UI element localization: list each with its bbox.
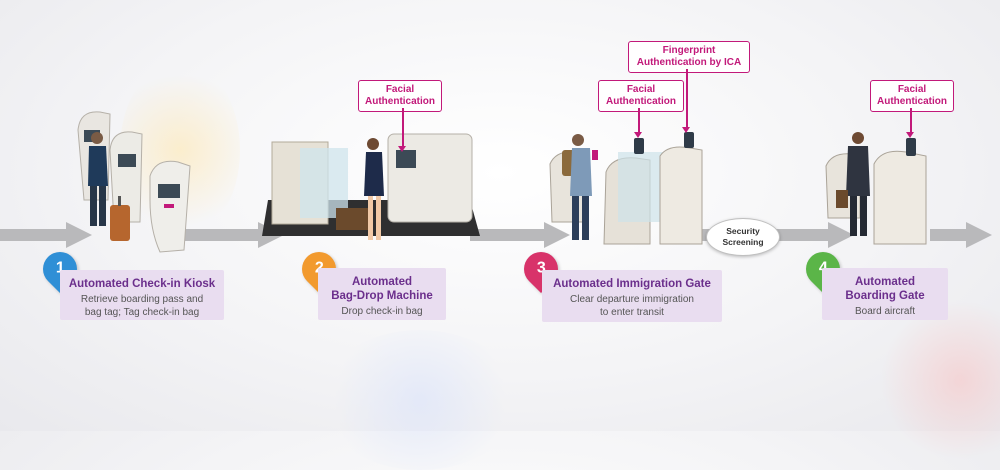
immigration-gate-illustration xyxy=(549,132,703,245)
step-card-3: Automated Immigration Gate Clear departu… xyxy=(542,270,722,322)
flow-arrow-5 xyxy=(930,222,992,248)
flow-arrow-3 xyxy=(470,222,570,248)
step-title: Automated Check-in Kiosk xyxy=(68,278,216,290)
security-screening-badge: Security Screening xyxy=(706,218,780,256)
callout-arrow xyxy=(634,132,642,138)
process-diagram: Facial Authentication Fingerprint Authen… xyxy=(0,41,1000,470)
callout-connector xyxy=(402,108,404,148)
step-title: Automated Immigration Gate xyxy=(553,278,711,290)
callout-arrow xyxy=(682,127,690,133)
step-title: Automated Bag-Drop Machine xyxy=(331,276,433,302)
boarding-gate-illustration xyxy=(825,132,927,245)
step-title: Automated Boarding Gate xyxy=(845,276,925,302)
step-card-4: Automated Boarding Gate Board aircraft xyxy=(822,268,948,320)
callout-connector xyxy=(638,108,640,134)
flow-illustration xyxy=(0,111,992,253)
callout-arrow xyxy=(906,132,914,138)
security-label-line2: Screening xyxy=(722,237,764,247)
callout-arrow xyxy=(398,146,406,152)
checkin-kiosk-illustration xyxy=(77,111,191,253)
callout-connector xyxy=(686,69,688,129)
flow-arrow-1 xyxy=(0,222,92,248)
fingerprint-authentication-callout: Fingerprint Authentication by ICA xyxy=(628,41,750,73)
step-description: Retrieve boarding pass and bag tag; Tag … xyxy=(80,294,204,318)
bag-drop-illustration xyxy=(262,133,480,240)
facial-authentication-callout: Facial Authentication xyxy=(358,80,442,112)
step-description: Board aircraft xyxy=(854,306,916,317)
step-card-1: Automated Check-in Kiosk Retrieve boardi… xyxy=(60,270,224,320)
step-card-2: Automated Bag-Drop Machine Drop check-in… xyxy=(318,268,446,320)
security-label-line1: Security xyxy=(726,226,760,236)
facial-authentication-callout: Facial Authentication xyxy=(598,80,684,112)
step-description: Clear departure immigration to enter tra… xyxy=(570,294,694,318)
facial-authentication-callout: Facial Authentication xyxy=(870,80,954,112)
step-description: Drop check-in bag xyxy=(341,306,423,317)
callout-connector xyxy=(910,108,912,134)
